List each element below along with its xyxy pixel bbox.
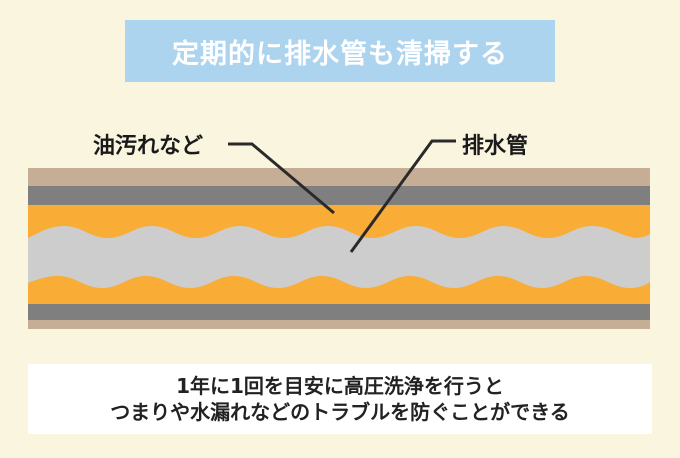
note-line-1: 1年に1回を目安に高圧洗浄を行うと <box>176 374 504 398</box>
label-drain-pipe: 排水管 <box>462 134 529 159</box>
pipe-wall-top <box>28 186 650 205</box>
title-text: 定期的に排水管も清掃する <box>172 38 508 70</box>
pipe-outer-bottom <box>28 320 650 329</box>
note-box: 1年に1回を目安に高圧洗浄を行うと つまりや水漏れなどのトラブルを防ぐことができ… <box>28 364 652 434</box>
pipe-outer-top <box>28 168 650 186</box>
pipe-interior-channel <box>28 226 650 288</box>
label-oil-stains: 油汚れなど <box>93 134 204 159</box>
title-banner: 定期的に排水管も清掃する <box>125 20 555 82</box>
pipe-wall-bottom <box>28 304 650 320</box>
note-line-2: つまりや水漏れなどのトラブルを防ぐことができる <box>110 400 570 424</box>
leader-line-pipe <box>349 139 456 253</box>
leader-line-oil <box>228 142 335 215</box>
